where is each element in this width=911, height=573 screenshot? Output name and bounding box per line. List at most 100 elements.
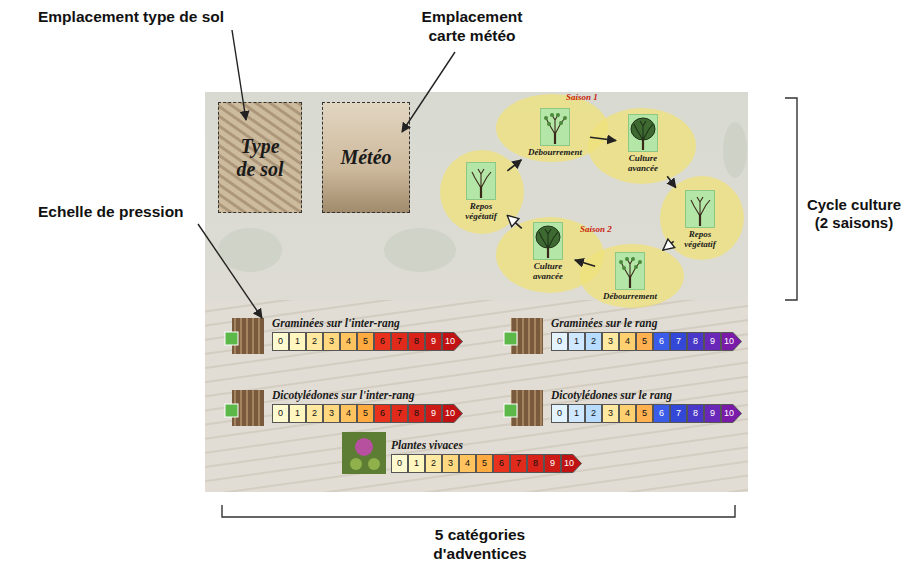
- scale-value: 7: [671, 405, 686, 422]
- icon-frame: [541, 109, 570, 146]
- season-label: Saison 1: [566, 92, 610, 103]
- scale-value: 8: [528, 455, 543, 472]
- scale-cell: 4: [340, 332, 357, 351]
- arrow-tip-shape: [722, 405, 742, 423]
- stage-label: Débourrement: [523, 148, 587, 158]
- scale-cell: 6: [653, 404, 670, 423]
- scale-cell: 4: [619, 404, 636, 423]
- faint-tree: [384, 228, 456, 272]
- scale-value: 7: [392, 333, 407, 350]
- scale-value: 2: [586, 333, 601, 350]
- scale-value: 10: [442, 332, 463, 351]
- scale-value: 10: [721, 332, 742, 351]
- season-blob: [660, 176, 744, 260]
- scale-cell: 8: [687, 404, 704, 423]
- scale-value: 0: [273, 405, 288, 422]
- tree-icon: [466, 162, 496, 200]
- scale-cell: 9: [544, 454, 561, 473]
- tree-branches: [634, 121, 653, 140]
- tree-bud: [619, 260, 623, 264]
- scale-cell: 2: [585, 404, 602, 423]
- pressure-scale: Dicotylédones sur l'inter-rang0123456789…: [272, 388, 464, 424]
- callout-label: Emplacement carte météo: [407, 8, 537, 45]
- tree-bud: [544, 116, 548, 120]
- crop-stage: Culture avancée: [619, 114, 667, 174]
- scale-arrow-cell: 10: [721, 332, 742, 351]
- scale-cell: 8: [527, 454, 544, 473]
- scale-value: 5: [637, 405, 652, 422]
- stage-label: Repos végétatif: [457, 202, 505, 222]
- scale-cell: 4: [459, 454, 476, 473]
- scale-cell: 2: [306, 404, 323, 423]
- weed-marker: [225, 404, 238, 417]
- arrow-tip-shape: [443, 405, 463, 423]
- scale-value: 4: [341, 405, 356, 422]
- scale-cell: 6: [653, 332, 670, 351]
- icon-frame: [686, 191, 715, 228]
- scale-value: 8: [688, 405, 703, 422]
- stage-label: Repos végétatif: [676, 230, 724, 250]
- scale-cell: 6: [493, 454, 510, 473]
- scale-cell: 2: [585, 332, 602, 351]
- scale-value: 9: [545, 455, 560, 472]
- stage-label: Débourrement: [598, 292, 662, 302]
- bracket: [785, 98, 797, 300]
- weed-marker: [504, 332, 517, 345]
- scale-value: 7: [671, 333, 686, 350]
- scale-value: 6: [375, 333, 390, 350]
- pressure-scale: Dicotylédones sur le rang012345678910: [551, 388, 743, 424]
- scale-value: 1: [290, 333, 305, 350]
- scale-cell: 7: [391, 332, 408, 351]
- callout-label: Emplacement type de sol: [38, 8, 278, 27]
- scale-value: 4: [620, 333, 635, 350]
- scale-value: 4: [460, 455, 475, 472]
- scale-value: 9: [426, 405, 441, 422]
- scale-heading: Dicotylédones sur l'inter-rang: [272, 388, 464, 402]
- tree-bud: [556, 113, 560, 117]
- stage-label: Culture avancée: [619, 154, 667, 174]
- scale-cell: 6: [374, 404, 391, 423]
- pressure-scale: Graminées sur l'inter-rang012345678910: [272, 316, 464, 352]
- tree-branches: [472, 169, 491, 188]
- card-slot-label: Type de sol: [232, 135, 288, 181]
- game-board: [205, 92, 748, 492]
- scale-value: 5: [358, 333, 373, 350]
- tree-icon: [540, 108, 570, 146]
- icon-frame: [467, 163, 496, 200]
- card-slot-label: Météo: [340, 146, 391, 169]
- pressure-scale: Graminées sur le rang012345678910: [551, 316, 743, 352]
- faint-tree: [218, 228, 282, 272]
- crop-stage: Repos végétatif: [676, 190, 724, 250]
- season-blob: [440, 150, 524, 234]
- tree-bud: [550, 113, 554, 117]
- scale-value: 5: [637, 333, 652, 350]
- scale-cell: 4: [340, 404, 357, 423]
- scale-cell: 7: [391, 404, 408, 423]
- scale-heading: Graminées sur l'inter-rang: [272, 316, 464, 330]
- soil-card-picture: [218, 102, 302, 213]
- season-blob: [588, 108, 696, 184]
- faint-tree: [723, 122, 747, 178]
- tree-branches: [539, 229, 558, 248]
- scale-value: 0: [273, 333, 288, 350]
- tree-bud: [547, 122, 551, 126]
- scale-cell: 1: [568, 404, 585, 423]
- scale-value: 1: [569, 333, 584, 350]
- scale-cell: 1: [289, 404, 306, 423]
- tree-branches: [691, 197, 710, 216]
- scale-heading: Dicotylédones sur le rang: [551, 388, 743, 402]
- scale-cell: 5: [357, 332, 374, 351]
- scale-cell: 3: [323, 404, 340, 423]
- scale-cell: 7: [510, 454, 527, 473]
- scale-value: 5: [477, 455, 492, 472]
- crop-stage: Repos végétatif: [457, 162, 505, 222]
- scale-value: 2: [307, 333, 322, 350]
- stage-label: Culture avancée: [524, 262, 572, 282]
- callout-label: Echelle de pression: [38, 203, 208, 222]
- scale-cell: 6: [374, 332, 391, 351]
- scale-arrow-cell: 10: [561, 454, 582, 473]
- scale-cell: 0: [272, 404, 289, 423]
- scale-value: 0: [392, 455, 407, 472]
- scale-value: 3: [603, 333, 618, 350]
